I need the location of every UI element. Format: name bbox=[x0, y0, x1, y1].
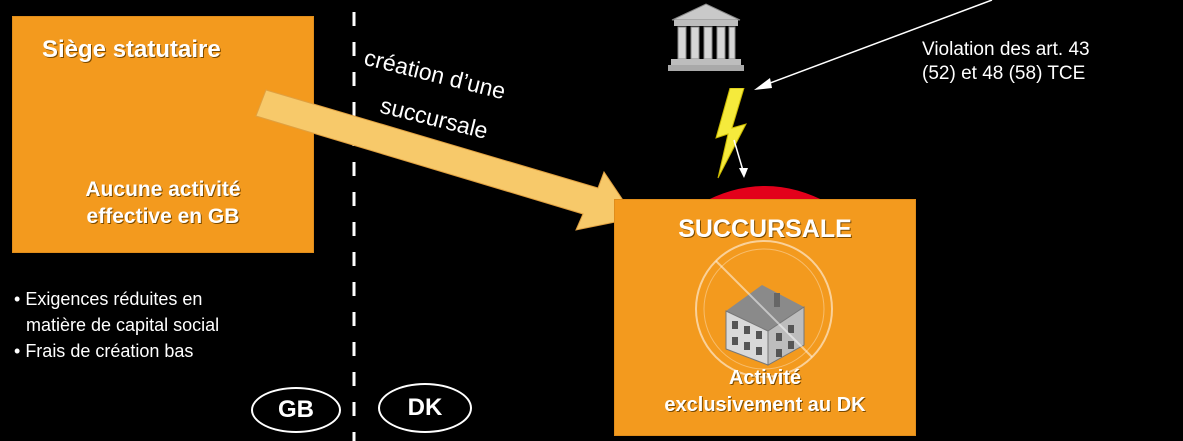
lightning-bolt-icon bbox=[715, 88, 748, 179]
violation-note: Violation des art. 43 (52) et 48 (58) TC… bbox=[922, 38, 1090, 86]
violation-note-line2: (52) et 48 (58) TCE bbox=[922, 63, 1086, 84]
branch-footer: Activité exclusivement au DK bbox=[614, 365, 916, 419]
border-divider bbox=[352, 12, 356, 441]
bullet-text: Exigences réduites en bbox=[25, 289, 203, 309]
building-icon bbox=[725, 285, 805, 366]
registered-office-title: Siège statutaire bbox=[42, 36, 221, 63]
country-label-dk: DK bbox=[378, 383, 472, 433]
branch-footer-line1: Activité bbox=[728, 367, 802, 389]
registered-office-subtitle-line2: effective en GB bbox=[86, 205, 240, 228]
courthouse-icon bbox=[668, 3, 744, 71]
branch-footer-line2: exclusivement au DK bbox=[664, 394, 866, 416]
registered-office-subtitle-line1: Aucune activité bbox=[85, 178, 241, 201]
bullet-item-continuation: matière de capital social bbox=[14, 312, 219, 338]
bullet-item: • Frais de création bas bbox=[14, 341, 194, 361]
bullet-item: • Exigences réduites en bbox=[14, 289, 203, 309]
advantages-list: • Exigences réduites en matière de capit… bbox=[14, 286, 219, 364]
pointer-line bbox=[754, 0, 993, 90]
country-label-gb: GB bbox=[251, 387, 341, 433]
branch-title: SUCCURSALE bbox=[678, 215, 852, 243]
bullet-text: Frais de création bas bbox=[25, 341, 194, 361]
branch-box: SUCCURSALE Activité exclusivement au DK bbox=[614, 199, 916, 436]
registered-office-box: Siège statutaire Aucune activité effecti… bbox=[12, 16, 314, 253]
bullet-text: matière de capital social bbox=[26, 315, 220, 335]
prohibition-sign-icon bbox=[695, 240, 833, 378]
creation-arrow bbox=[255, 89, 636, 231]
violation-note-line1: Violation des art. 43 bbox=[922, 39, 1090, 60]
registered-office-subtitle: Aucune activité effective en GB bbox=[12, 176, 314, 230]
